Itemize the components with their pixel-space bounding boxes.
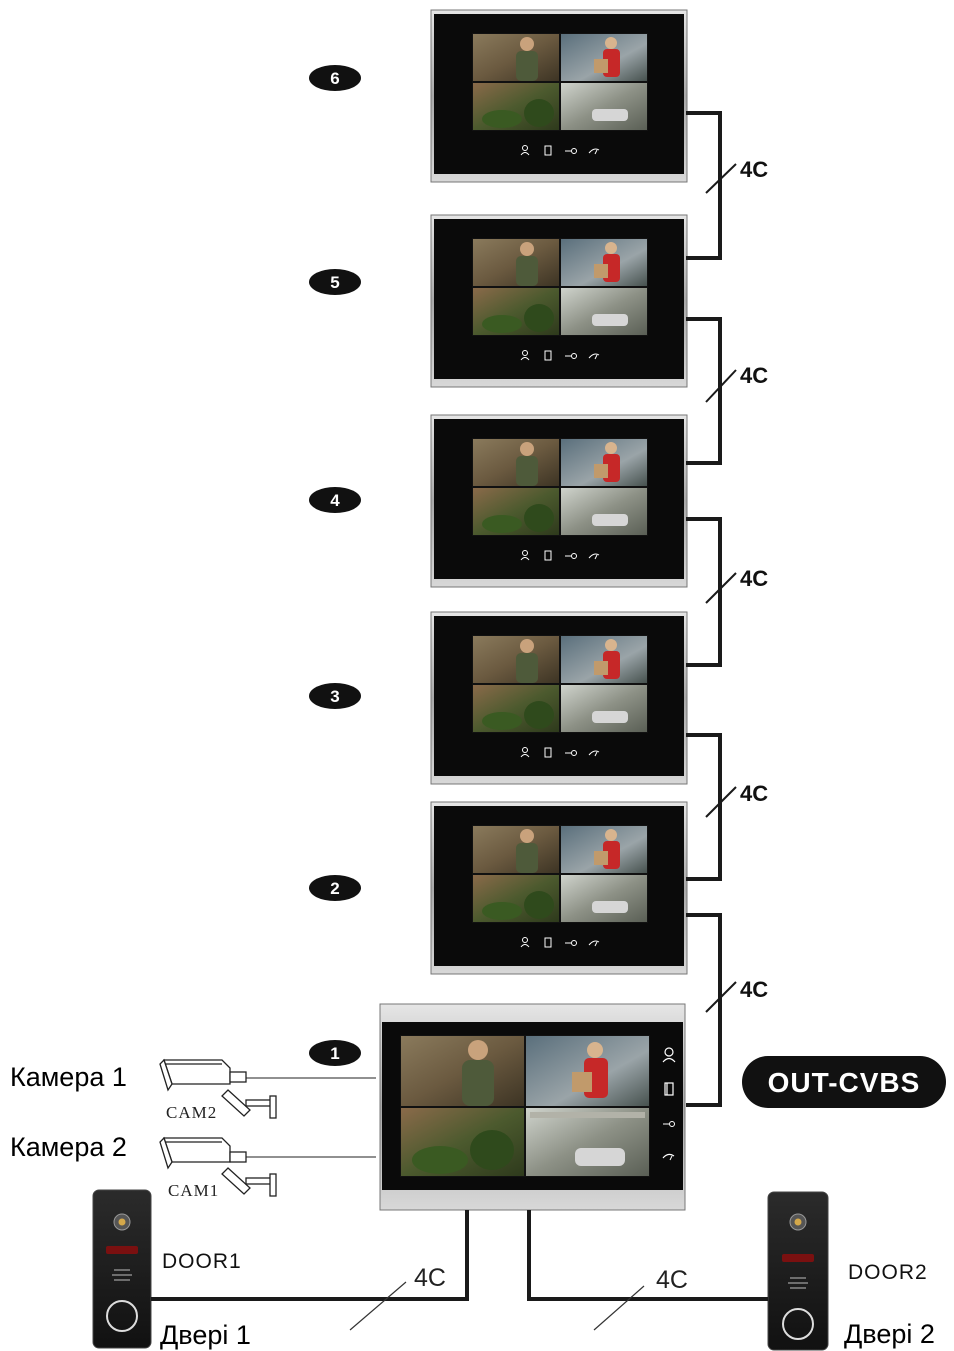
monitor-1-screen — [400, 1035, 650, 1177]
door-2-label: Двері 2 — [844, 1319, 935, 1349]
camera-2: Камера 2 CAM1 — [10, 1132, 376, 1200]
hangup-icon[interactable] — [588, 148, 600, 155]
person-icon[interactable] — [520, 937, 530, 948]
monitor-1-buttons — [662, 1047, 676, 1161]
monitor-1 — [379, 1003, 686, 1211]
person-icon[interactable] — [520, 350, 530, 361]
monitor-5 — [430, 214, 688, 388]
door-panel-1: DOOR1 Двері 1 — [92, 1189, 251, 1350]
wire-slashes — [705, 163, 737, 1013]
link-label: 4C — [740, 977, 768, 1002]
door-icon[interactable] — [544, 937, 552, 948]
door-icon[interactable] — [544, 550, 552, 561]
door-panel-2: DOOR2 Двері 2 — [767, 1191, 935, 1351]
monitor-number: 5 — [330, 273, 339, 292]
monitor-6 — [430, 9, 688, 183]
monitor-6-screen — [472, 33, 648, 131]
monitor-2 — [430, 801, 688, 975]
key-icon[interactable] — [565, 353, 577, 359]
hangup-icon[interactable] — [588, 750, 600, 757]
key-icon[interactable] — [565, 750, 577, 756]
bullet-camera-icon — [159, 1058, 277, 1119]
camera-1-tag: CAM2 — [166, 1103, 217, 1122]
monitor-4 — [430, 414, 688, 588]
person-icon[interactable] — [520, 747, 530, 758]
hangup-icon[interactable] — [588, 353, 600, 360]
monitor-3-badge: 3 — [309, 683, 361, 709]
monitor-2-buttons — [520, 937, 600, 948]
wiring — [686, 111, 722, 1107]
door-wiring — [151, 1210, 768, 1301]
key-icon[interactable] — [565, 148, 577, 154]
camera-2-label: Камера 2 — [10, 1132, 127, 1162]
door-icon[interactable] — [544, 350, 552, 361]
monitor-number: 2 — [330, 879, 339, 898]
link-label: 4C — [740, 363, 768, 388]
hangup-icon[interactable] — [588, 940, 600, 947]
door-icon[interactable] — [664, 1082, 674, 1096]
camera-1-label: Камера 1 — [10, 1062, 127, 1092]
monitor-1-badge: 1 — [309, 1040, 361, 1066]
monitor-3 — [430, 611, 688, 785]
key-icon[interactable] — [663, 1121, 675, 1127]
monitor-number: 3 — [330, 687, 339, 706]
door-2-wire-label: 4C — [656, 1266, 688, 1294]
link-label: 4C — [740, 781, 768, 806]
camera-2-tag: CAM1 — [168, 1181, 219, 1200]
key-icon[interactable] — [565, 553, 577, 559]
hangup-icon[interactable] — [588, 553, 600, 560]
door-1-label: Двері 1 — [160, 1320, 251, 1350]
monitor-3-buttons — [520, 747, 600, 758]
monitor-4-buttons — [520, 550, 600, 561]
monitor-6-buttons — [520, 145, 600, 156]
door-2-tag: DOOR2 — [848, 1261, 928, 1284]
key-icon[interactable] — [565, 940, 577, 946]
monitor-number: 6 — [330, 69, 339, 88]
person-icon[interactable] — [520, 550, 530, 561]
monitor-4-screen — [472, 438, 648, 536]
out-cvbs-label: OUT-CVBS — [768, 1067, 921, 1098]
hangup-icon[interactable] — [662, 1153, 675, 1161]
monitor-4-badge: 4 — [309, 487, 361, 513]
monitor-number: 1 — [330, 1044, 339, 1063]
monitor-6-badge: 6 — [309, 65, 361, 91]
person-icon[interactable] — [520, 145, 530, 156]
monitor-5-badge: 5 — [309, 269, 361, 295]
link-label: 4C — [740, 157, 768, 182]
link-label: 4C — [740, 566, 768, 591]
monitor-2-screen — [472, 825, 648, 923]
door-1-wire-label: 4C — [414, 1264, 446, 1292]
door-icon[interactable] — [544, 145, 552, 156]
monitor-number: 4 — [330, 491, 340, 510]
monitor-3-screen — [472, 635, 648, 733]
monitor-5-buttons — [520, 350, 600, 361]
person-icon[interactable] — [662, 1047, 676, 1063]
monitor-5-screen — [472, 238, 648, 336]
out-cvbs-badge: OUT-CVBS — [742, 1056, 946, 1108]
monitor-2-badge: 2 — [309, 875, 361, 901]
camera-1: Камера 1 CAM2 — [10, 1058, 376, 1122]
door-1-tag: DOOR1 — [162, 1250, 242, 1273]
door-icon[interactable] — [544, 747, 552, 758]
